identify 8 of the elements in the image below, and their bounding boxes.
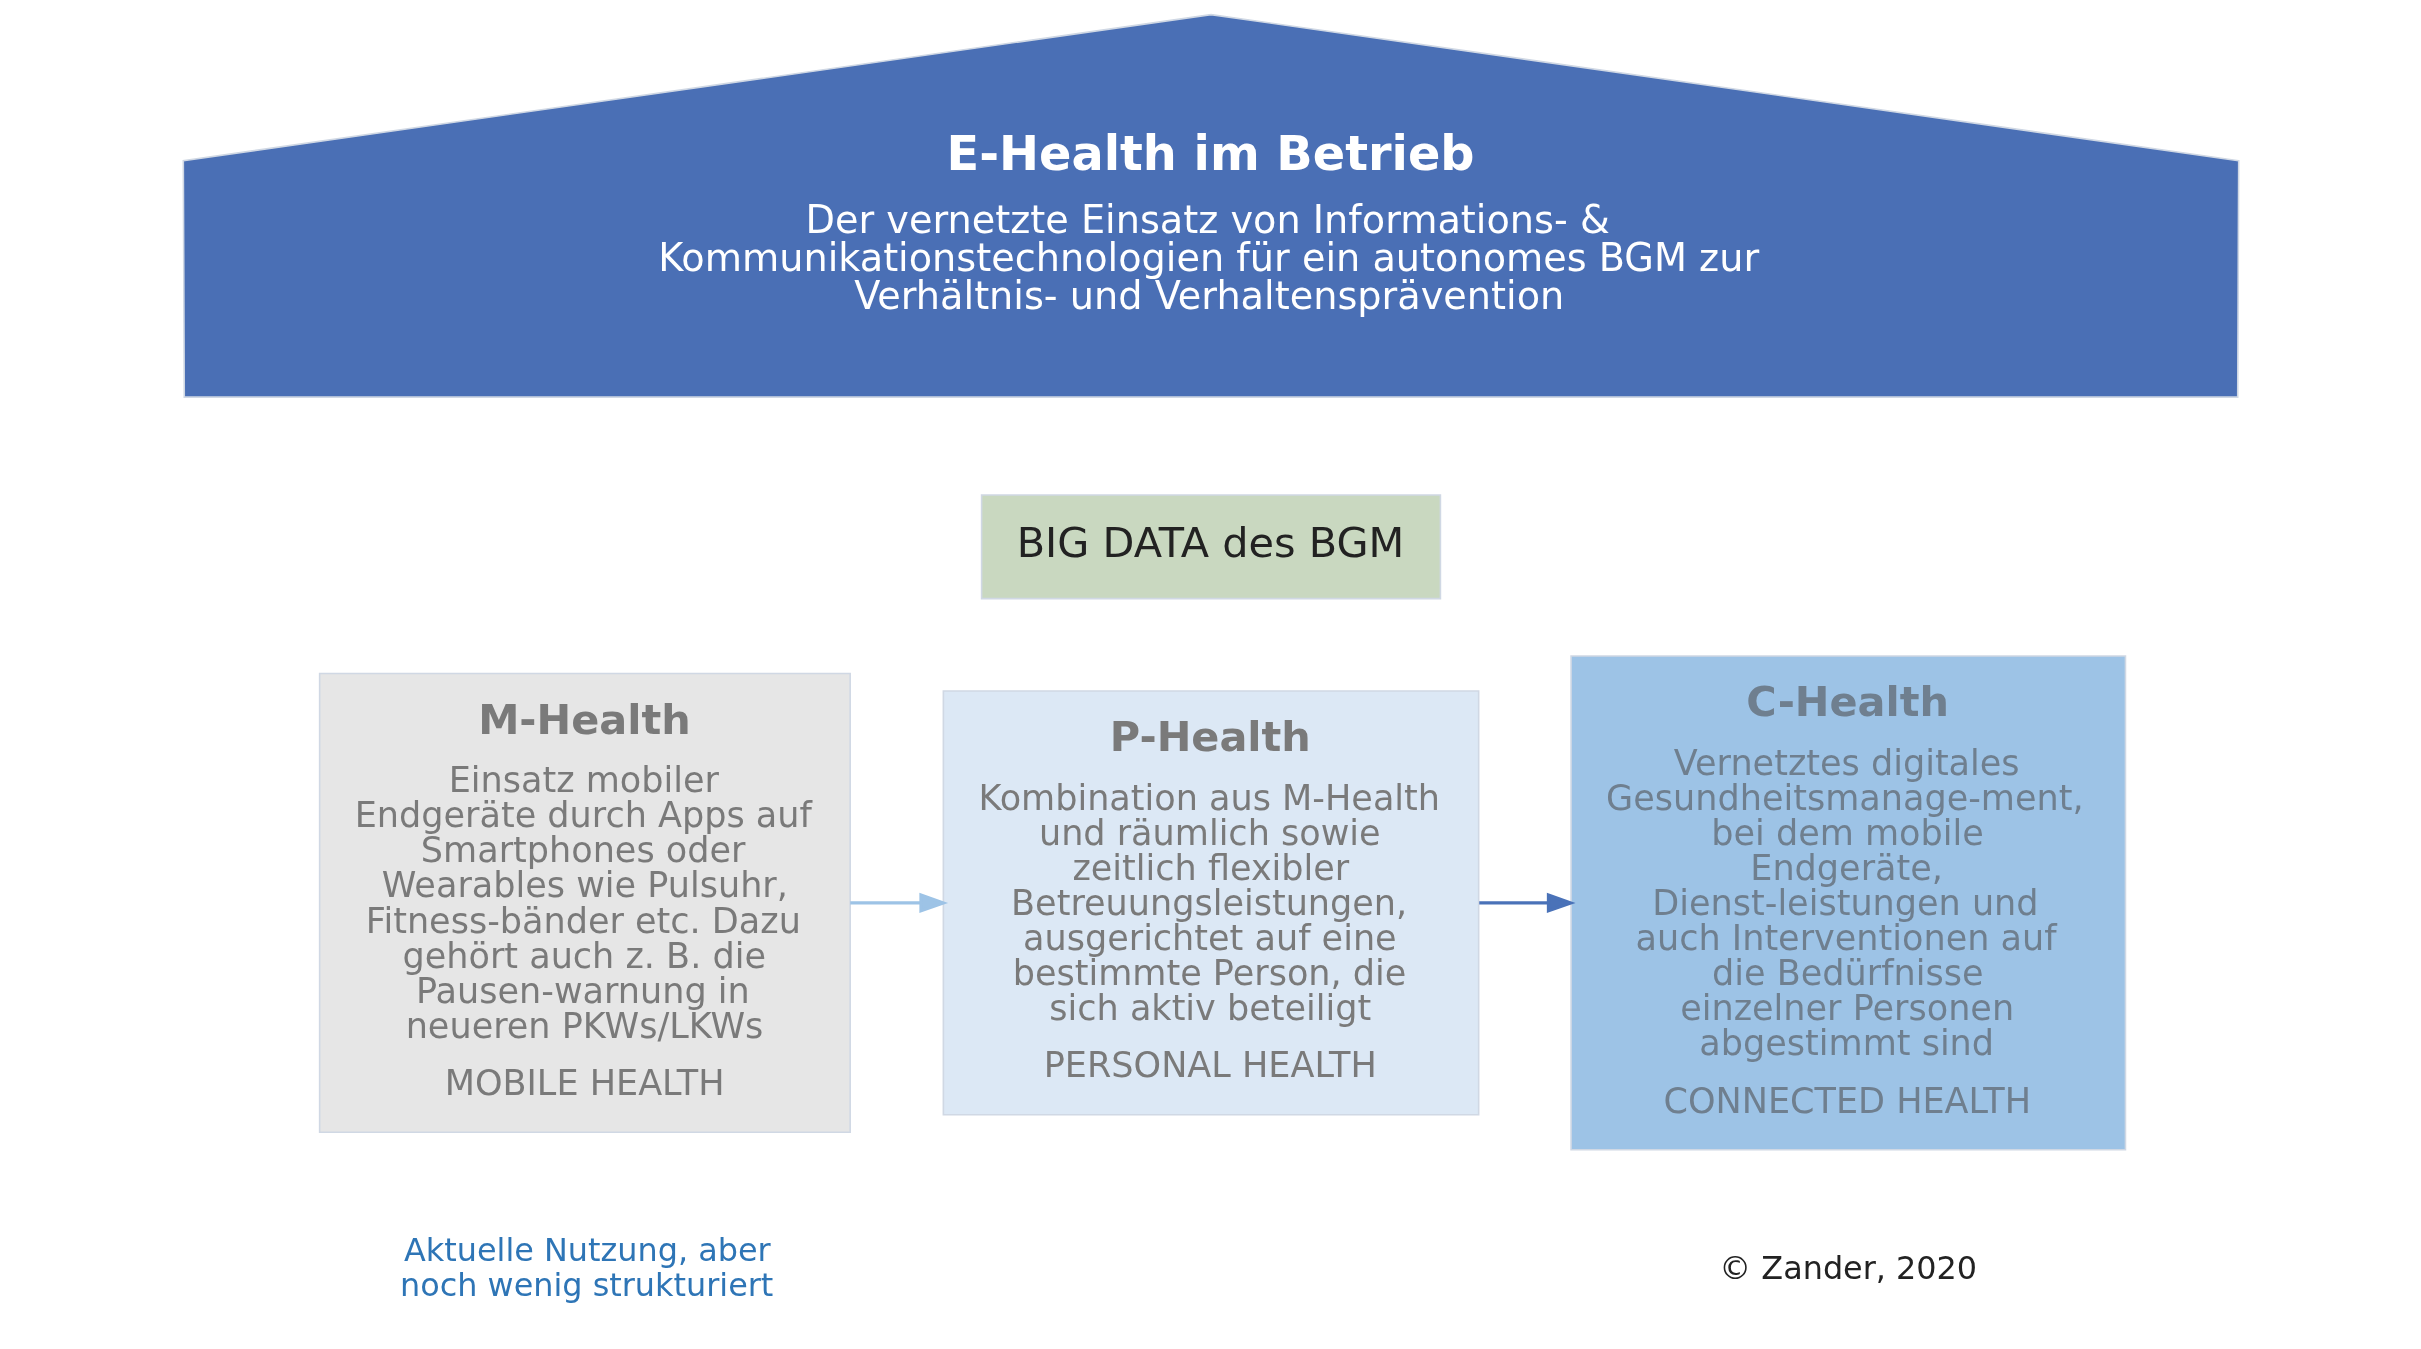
node-label: Aktuelle Nutzung, aber noch wenig strukturiert: [399, 1231, 773, 1305]
arrow: [1478, 892, 1576, 913]
node-box: BIG DATA des BGM: [980, 494, 1441, 600]
node-box: C-Health Vernetztes digitales Gesundheitsmanage-ment, bei dem mobile Endgeräte, Dienst-leistungen und auch Interventionen auf die Bedürfnisse einzelner Personen abgestimmt sind CONNECTED HEALTH: [1569, 655, 2126, 1151]
label: © Zander, 2020: [1718, 1248, 1977, 1287]
arrow: [849, 892, 948, 913]
node-box: M-Health Einsatz mobiler Endgeräte durch Apps auf Smartphones oder Wearables wie Pulsuhr, Fitness-bänder etc. Dazu gehört auch z. B. die Pausen-warnung in neueren PKWs/LKWs MOBILE HEALTH: [318, 672, 851, 1134]
node-box: P-Health Kombination aus M-Health und räumlich sowie zeitlich flexibler Betreuungsleistungen, ausgerichtet auf eine bestimmte Person, die sich aktiv beteiligt PERSONAL HEALTH: [942, 690, 1479, 1116]
